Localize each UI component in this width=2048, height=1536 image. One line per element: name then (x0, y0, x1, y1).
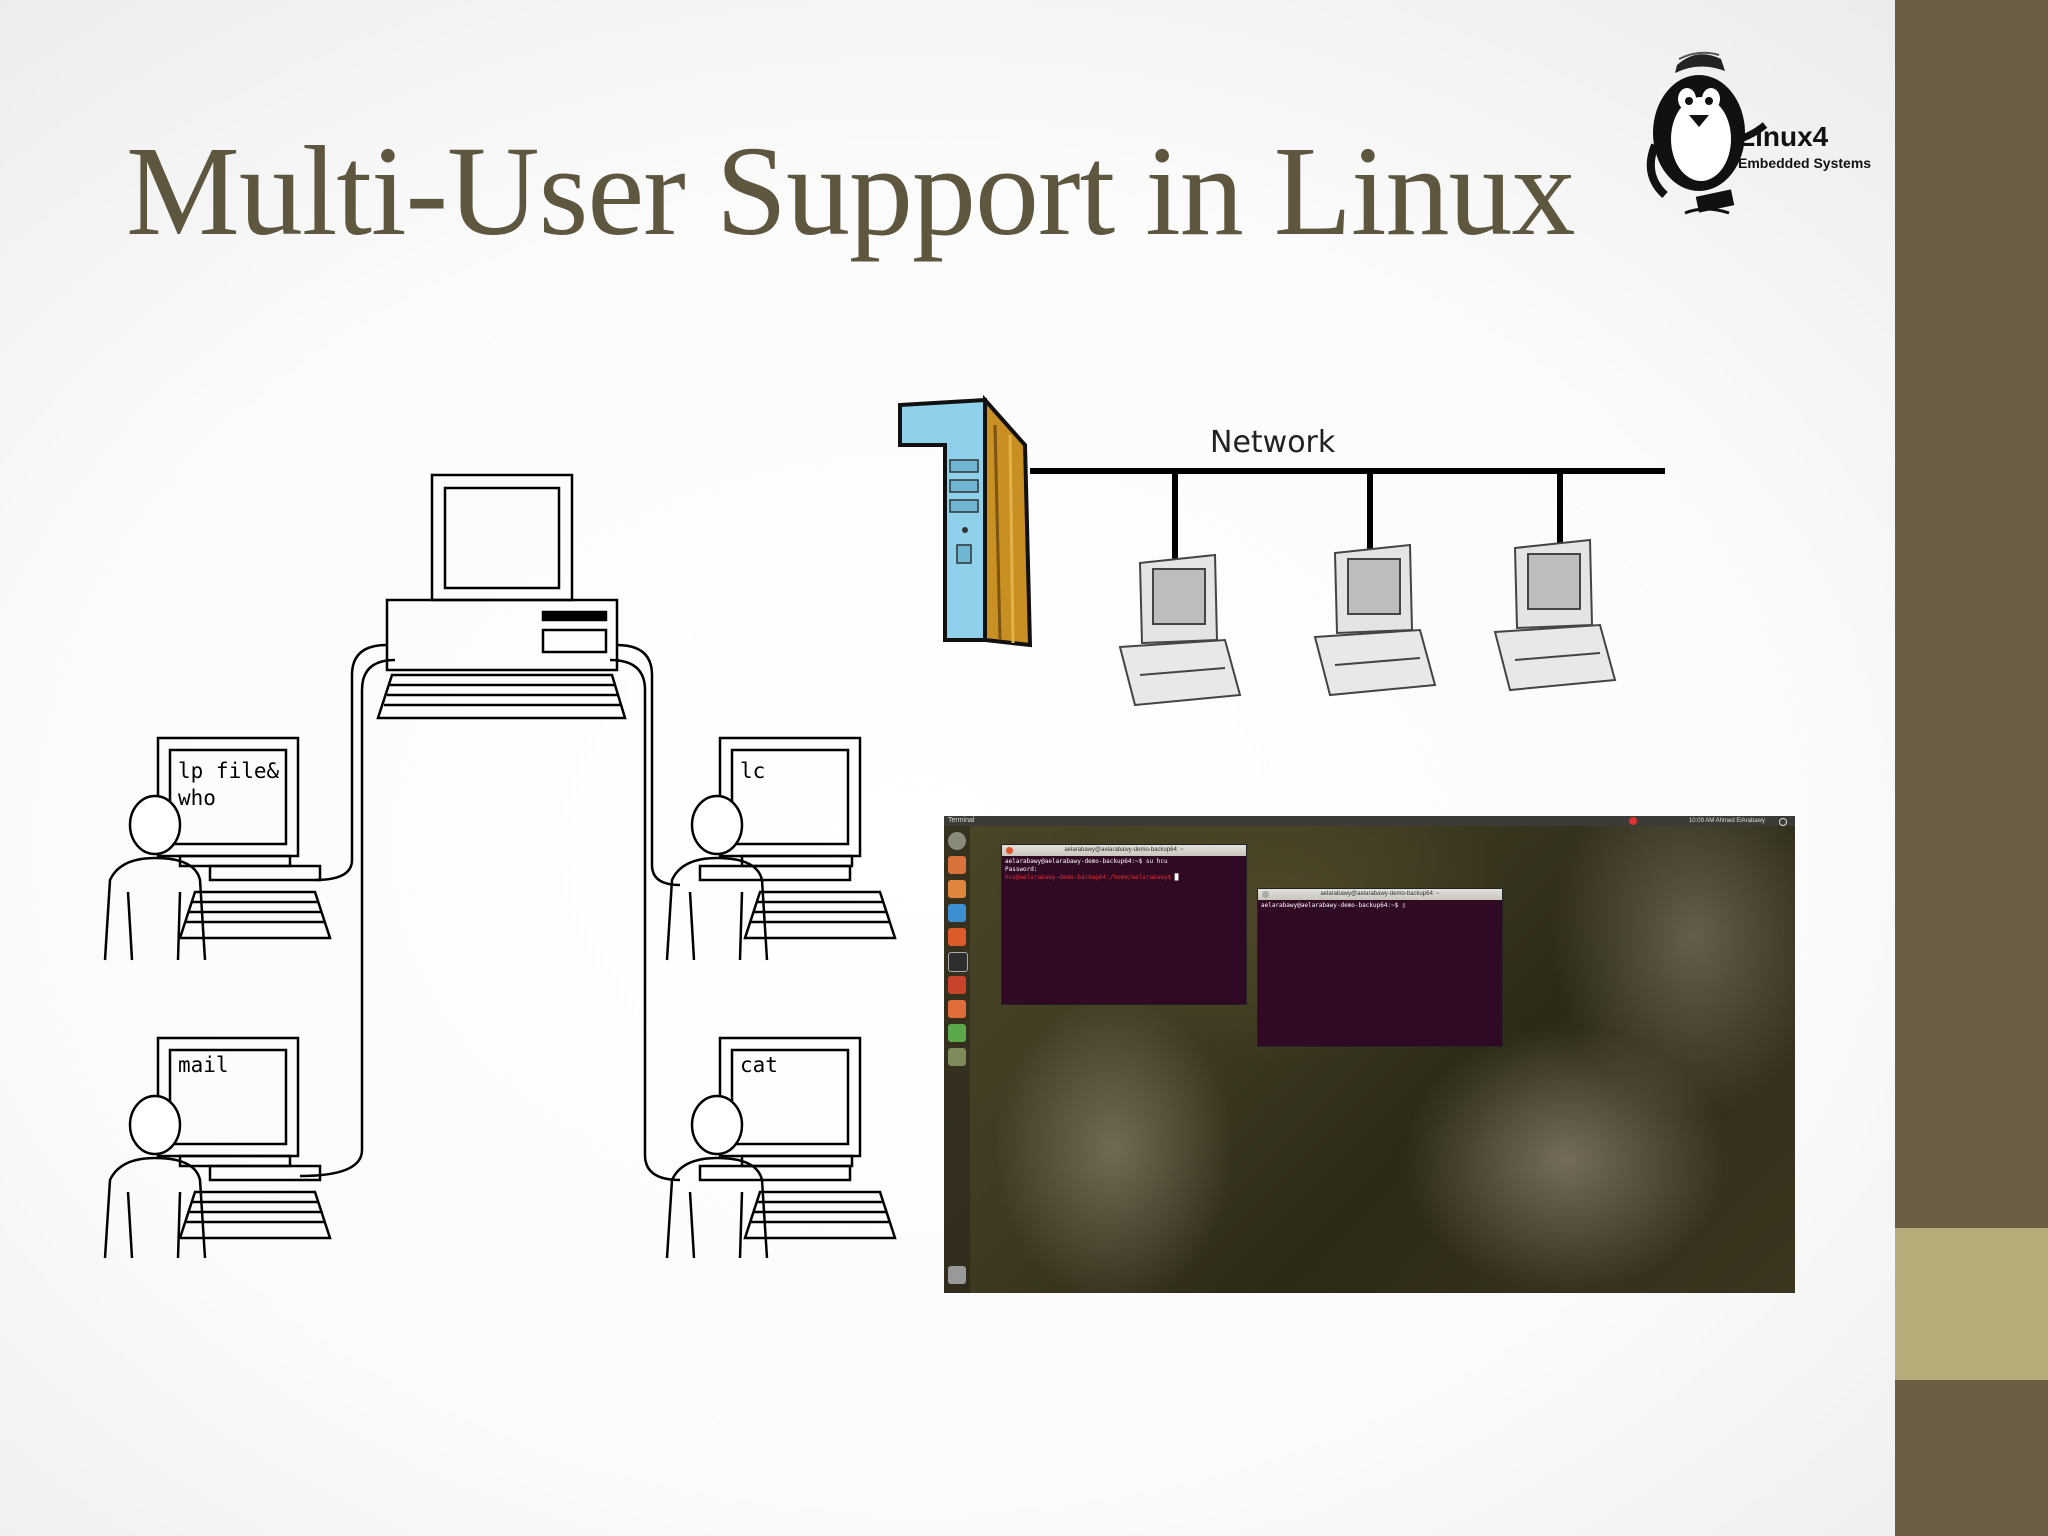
close-icon[interactable] (1262, 891, 1269, 898)
window-title: aelarabawy@aelarabawy-demo-backup64: ~ (1320, 891, 1440, 897)
side-accent (1895, 1228, 2048, 1380)
trash-icon (948, 1266, 966, 1284)
writer-icon (948, 904, 966, 922)
terminal-window-2[interactable]: aelarabawy@aelarabawy-demo-backup64: ~ a… (1257, 888, 1503, 1047)
terminal-network-diagram (103, 473, 897, 1259)
terminal-line: lp file& (178, 759, 280, 783)
terminal-window-1[interactable]: aelarabawy@aelarabawy-demo-backup64: ~ a… (1001, 844, 1247, 1005)
terminal-icon (948, 952, 968, 972)
power-icon (1779, 818, 1787, 826)
linux4-logo: Linux4 Embedded Systems (1625, 45, 1871, 235)
close-icon[interactable] (1006, 847, 1013, 854)
workstation-bottom-right (665, 1036, 897, 1259)
network-label: Network (1210, 425, 1336, 460)
host-keyboard (376, 673, 627, 720)
terminal-text-top-right: lc (740, 759, 766, 783)
terminal-line: aelarabawy@aelarabawy-demo-backup64:~$ (1261, 902, 1402, 909)
user-name: Ahmed ElArabawy (1715, 818, 1765, 824)
workstation-bottom-left (103, 1036, 332, 1259)
terminal-line: Password: (1005, 866, 1038, 873)
terminal-text-top-left: lp file& who (178, 758, 279, 812)
terminal-text-bottom-right: cat (740, 1053, 778, 1077)
unity-launcher (944, 826, 970, 1293)
files-icon (948, 856, 966, 874)
server-clients-illustration (898, 394, 1665, 707)
ubuntu-one-icon (948, 1000, 966, 1018)
dash-icon (948, 832, 966, 850)
host-cpu (385, 598, 619, 672)
window-title: aelarabawy@aelarabawy-demo-backup64: ~ (1064, 847, 1184, 853)
terminal-output[interactable]: aelarabawy@aelarabawy-demo-backup64:~$ ▯ (1261, 902, 1406, 909)
record-icon (1629, 817, 1637, 825)
logo-brand: Linux4 (1738, 121, 1829, 152)
slide-title: Multi-User Support in Linux (126, 120, 1575, 262)
software-center-icon (948, 928, 966, 946)
workstation-top-right (665, 736, 897, 961)
penguin-logo-icon (1646, 51, 1768, 215)
active-app-name: Terminal (948, 817, 975, 824)
clock: 10:09 AM (1688, 818, 1715, 824)
folder-icon (948, 1048, 966, 1066)
server-network-diagram: Network (895, 385, 1675, 730)
top-panel-status: 10:09 AM Ahmed ElArabawy (1689, 816, 1765, 826)
terminal-text-bottom-left: mail (178, 1053, 229, 1077)
desktop-top-panel: Terminal 10:09 AM Ahmed ElArabawy (944, 816, 1795, 826)
terminal-line: who (178, 786, 216, 810)
multi-terminal-diagram: lp file& who lc mail cat (100, 460, 900, 1260)
terminal-line: aelarabawy@aelarabawy-demo-backup64:~$ s… (1005, 858, 1168, 865)
terminal-line: hcu@aelarabawy-demo-backup64:/home/aelar… (1005, 874, 1175, 881)
firefox-icon (948, 880, 966, 898)
ubuntu-desktop-screenshot: Terminal 10:09 AM Ahmed ElArabawy aelara… (944, 816, 1795, 1293)
settings-icon (948, 976, 966, 994)
client-pc (1118, 553, 1242, 707)
terminal-title-bar[interactable]: aelarabawy@aelarabawy-demo-backup64: ~ (1258, 889, 1502, 900)
terminal-output[interactable]: aelarabawy@aelarabawy-demo-backup64:~$ s… (1005, 858, 1179, 881)
client-pc (1493, 538, 1617, 692)
host-monitor (430, 473, 574, 602)
chrome-icon (948, 1024, 966, 1042)
client-pc (1313, 543, 1437, 697)
workstation-top-left (103, 736, 332, 961)
logo-tagline: Embedded Systems (1738, 155, 1872, 171)
terminal-title-bar[interactable]: aelarabawy@aelarabawy-demo-backup64: ~ (1002, 845, 1246, 856)
